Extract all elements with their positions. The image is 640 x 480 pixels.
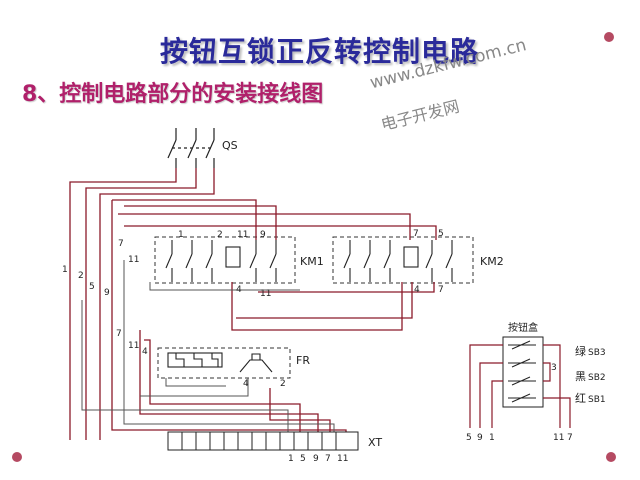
fr-side-11: 11 [128,341,139,351]
button-box-label: 按钮盒 [508,321,538,334]
km2-bottom-7: 7 [438,285,444,295]
wire-num-2: 2 [78,271,84,281]
fr-elements [167,352,273,373]
xt-terminal-strip [167,431,359,451]
button-box [502,336,544,408]
xt-terminal-1: 1 [288,454,294,464]
km1-terminal-11: 11 [237,230,248,240]
fr-side-4: 4 [142,347,148,357]
km1-side-11: 11 [128,255,139,265]
button-box-terminal-1: 1 [489,433,495,443]
xt-terminal-7: 7 [325,454,331,464]
button-sb2-name: SB2 [588,373,606,383]
xt-terminal-11: 11 [337,454,348,464]
page-subtitle: 8、控制电路部分的安装接线图 [22,82,324,107]
decor-dot-bottom-right [606,452,616,462]
km1-terminal-1: 1 [178,230,184,240]
button-box-terminal-5: 5 [466,433,472,443]
km2-bottom-4: 4 [414,285,420,295]
xt-label: XT [368,436,382,449]
km1-contacts [165,240,277,282]
km1-bottom-11: 11 [260,289,271,299]
button-sb2-color: 黑 [575,370,586,383]
button-sb3-name: SB3 [588,348,606,358]
km1-box [154,236,296,284]
decor-dot-bottom-left [12,452,22,462]
km2-terminal-7: 7 [413,229,419,239]
button-sb1-name: SB1 [588,395,606,405]
button-box-wires [469,344,571,428]
fr-bottom-4: 4 [243,379,249,389]
km2-label: KM2 [480,255,504,268]
km2-box [332,236,474,284]
fr-side-7: 7 [116,329,122,339]
button-box-terminal-3: 3 [551,363,557,373]
button-box-contacts [508,340,536,403]
wires-gray [81,260,335,440]
page-title: 按钮互锁正反转控制电路 [160,35,480,68]
fr-label: FR [296,354,310,367]
km1-bottom-4: 4 [236,285,242,295]
xt-terminal-5: 5 [300,454,306,464]
km2-terminal-5: 5 [438,229,444,239]
km1-terminal-9: 9 [260,230,266,240]
wire-num-1: 1 [62,265,68,275]
wires-red [69,168,437,440]
wire-num-9: 9 [104,288,110,298]
button-sb1-color: 红 [575,392,586,405]
qs-label: QS [222,139,238,152]
qs-switch [167,128,215,168]
km1-terminal-2: 2 [217,230,223,240]
button-box-terminal-9: 9 [477,433,483,443]
km1-label: KM1 [300,255,324,268]
decor-dot-top-right [604,32,614,42]
km1-side-7: 7 [118,239,124,249]
fr-box [157,347,291,379]
xt-terminal-9: 9 [313,454,319,464]
button-box-terminal-11: 11 [553,433,564,443]
button-sb3-color: 绿 [575,344,586,358]
km2-contacts [343,240,453,282]
button-box-terminal-7: 7 [567,433,573,443]
wire-num-5: 5 [89,282,95,292]
fr-bottom-2: 2 [280,379,286,389]
